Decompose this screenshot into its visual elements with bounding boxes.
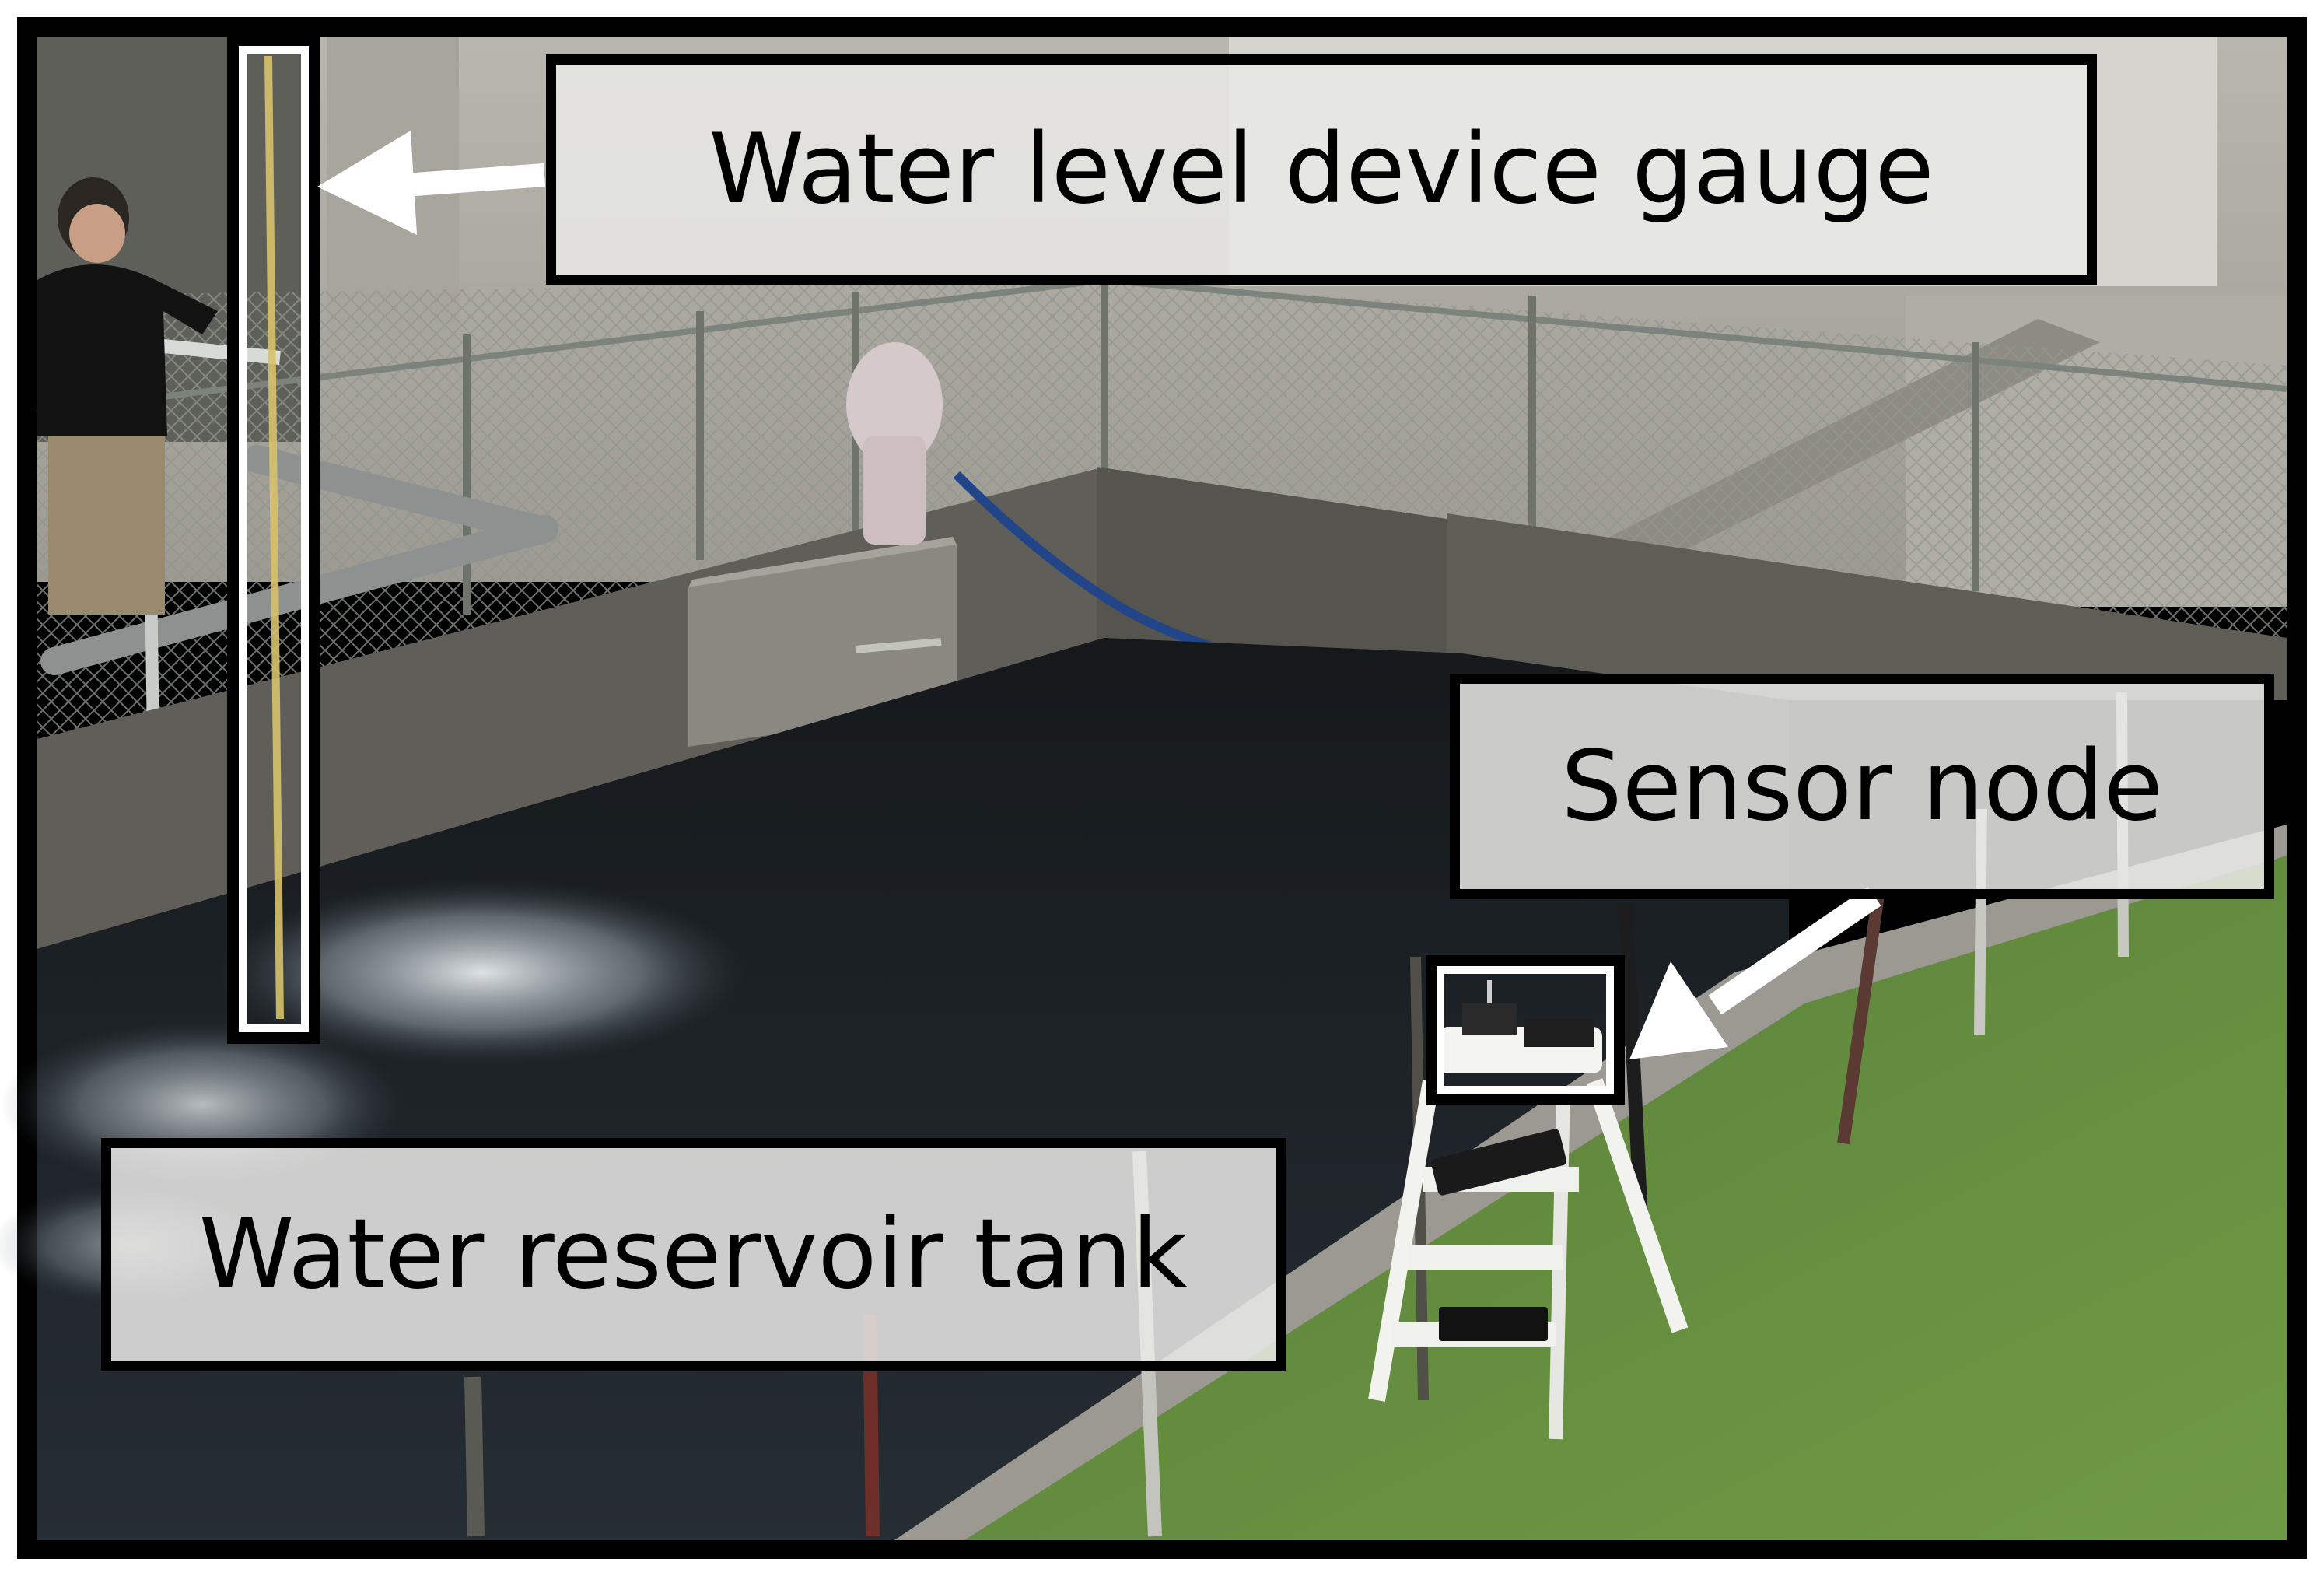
- marker-pole: [1837, 893, 1885, 1145]
- gauge-callout-label: Water level device gauge: [546, 54, 2097, 285]
- water-level-gauge-pole: [264, 55, 284, 1020]
- sensor-label-text: Sensor node: [1561, 730, 2163, 842]
- concrete-tank-wall-back: [1097, 467, 1462, 653]
- concrete-block-pedestal: [688, 545, 957, 747]
- sensor-callout-label: Sensor node: [1450, 674, 2274, 899]
- marker-pole: [464, 1376, 485, 1537]
- reservoir-callout-label: Water reservoir tank: [101, 1138, 1286, 1371]
- grey-pipe: [40, 515, 558, 675]
- marker-pole: [1619, 902, 1648, 1222]
- concrete-tank-wall-right: [1447, 513, 2287, 700]
- wrapped-pump: [846, 342, 943, 545]
- fence-rail-top-right: [1104, 277, 2287, 392]
- sensor-node-device: [1462, 980, 1594, 1047]
- chain-link-fence: [37, 280, 2287, 739]
- fence-rail-top: [37, 277, 1105, 415]
- sensor-arrow: [1629, 886, 1881, 1059]
- keyboard: [1430, 1129, 1567, 1196]
- gauge-arrow: [317, 131, 546, 235]
- gauge-label-text: Water level device gauge: [709, 114, 1934, 226]
- person-operating-valve: [37, 177, 218, 615]
- block-handle: [855, 638, 942, 653]
- sensor-highlight-box: [1426, 955, 1625, 1105]
- reservoir-label-text: Water reservoir tank: [198, 1199, 1188, 1311]
- tablet-device: [1439, 1307, 1548, 1341]
- gauge-highlight-box: [227, 34, 320, 1044]
- turbulent-inflow: [218, 879, 747, 1066]
